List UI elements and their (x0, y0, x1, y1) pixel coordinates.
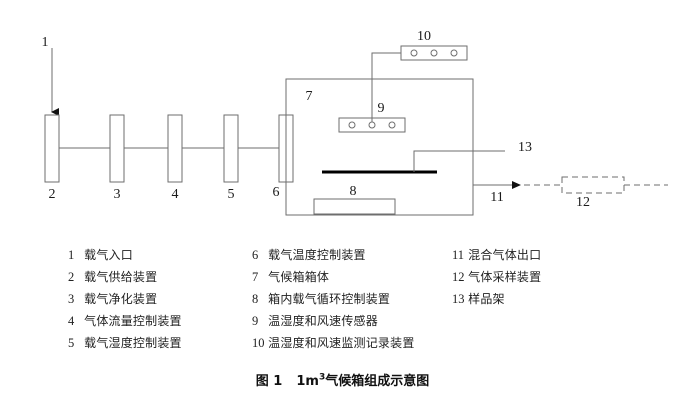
callout-4-label: 4 (172, 187, 179, 202)
figure-caption-label: 图 1 (255, 374, 283, 389)
legend-item: 3 载气净化装置 (68, 288, 182, 310)
legend-item-number: 13 (452, 292, 465, 306)
legend-item: 6 载气温度控制装置 (252, 244, 415, 266)
unit-13-sample-rack (322, 150, 505, 174)
legend-item: 8 箱内载气循环控制装置 (252, 288, 415, 310)
legend-item-number: 1 (68, 248, 75, 262)
unit-10-monitoring-recorder (400, 45, 468, 61)
legend-item: 12 气体采样装置 (452, 266, 541, 288)
sensor-to-recorder-connector (371, 52, 401, 122)
legend-item-number: 9 (252, 314, 259, 328)
legend-item-label: 箱内载气循环控制装置 (268, 292, 391, 306)
legend-item-number: 7 (252, 270, 259, 284)
legend-item-label: 载气供给装置 (84, 270, 158, 284)
legend-item-number: 10 (252, 336, 265, 350)
callout-6-label: 6 (273, 185, 280, 200)
callout-10-label: 10 (417, 29, 431, 44)
legend: 1 载气入口 2 载气供给装置 3 载气净化装置 4 气体流量控制装置 5 载气… (0, 244, 685, 364)
legend-item-label: 载气温度控制装置 (268, 248, 366, 262)
legend-item: 10 温湿度和风速监测记录装置 (252, 332, 415, 354)
legend-item-number: 4 (68, 314, 75, 328)
legend-column-3: 11 混合气体出口 12 气体采样装置 13 样品架 (452, 244, 541, 310)
callout-1-label: 1 (42, 35, 49, 50)
legend-item: 4 气体流量控制装置 (68, 310, 182, 332)
unit-4-gas-flow-control (167, 114, 183, 183)
unit-3-carrier-gas-purification (109, 114, 125, 183)
figure-caption-volume: 1m (296, 374, 319, 389)
legend-column-1: 1 载气入口 2 载气供给装置 3 载气净化装置 4 气体流量控制装置 5 载气… (68, 244, 182, 354)
legend-item: 5 载气湿度控制装置 (68, 332, 182, 354)
legend-item-number: 3 (68, 292, 75, 306)
legend-item-number: 5 (68, 336, 75, 350)
legend-item-label: 载气湿度控制装置 (84, 336, 182, 350)
figure-caption-title: 气候箱组成示意图 (325, 374, 430, 389)
legend-item-number: 12 (452, 270, 465, 284)
legend-item-label: 温湿度和风速监测记录装置 (268, 336, 415, 350)
callout-7-label: 7 (306, 89, 313, 104)
legend-item-label: 样品架 (468, 292, 505, 306)
legend-item: 13 样品架 (452, 288, 541, 310)
unit-7-climate-chamber-body (285, 78, 474, 216)
callout-11-label: 11 (490, 190, 503, 205)
legend-item-label: 气体流量控制装置 (84, 314, 182, 328)
legend-item-label: 载气净化装置 (84, 292, 158, 306)
legend-item-label: 气候箱箱体 (268, 270, 330, 284)
legend-item: 7 气候箱箱体 (252, 266, 415, 288)
legend-column-2: 6 载气温度控制装置 7 气候箱箱体 8 箱内载气循环控制装置 9 温湿度和风速… (252, 244, 415, 354)
figure-caption: 图 1 1m3气候箱组成示意图 (0, 370, 685, 389)
legend-item: 9 温湿度和风速传感器 (252, 310, 415, 332)
unit-8-internal-circulation-control (313, 198, 396, 215)
callout-3-label: 3 (114, 187, 121, 202)
unit-2-carrier-gas-supply (44, 114, 60, 183)
legend-item-number: 11 (452, 248, 465, 262)
legend-item: 2 载气供给装置 (68, 266, 182, 288)
legend-item-number: 2 (68, 270, 75, 284)
callout-2-label: 2 (49, 187, 56, 202)
callout-12-label: 12 (576, 195, 590, 210)
legend-item: 1 载气入口 (68, 244, 182, 266)
legend-item-label: 载气入口 (84, 248, 133, 262)
callout-8-label: 8 (350, 184, 357, 199)
callout-9-label: 9 (378, 101, 385, 116)
unit-12-gas-sampling-device (561, 176, 668, 194)
legend-item: 11 混合气体出口 (452, 244, 541, 266)
legend-item-number: 8 (252, 292, 259, 306)
figure-caption-exponent: 3 (318, 372, 326, 383)
callout-5-label: 5 (228, 187, 235, 202)
legend-item-label: 气体采样装置 (468, 270, 542, 284)
legend-item-number: 6 (252, 248, 259, 262)
legend-item-label: 温湿度和风速传感器 (268, 314, 378, 328)
unit-5-carrier-gas-humidity-control (223, 114, 239, 183)
callout-13-label: 13 (518, 140, 532, 155)
legend-item-label: 混合气体出口 (468, 248, 542, 262)
